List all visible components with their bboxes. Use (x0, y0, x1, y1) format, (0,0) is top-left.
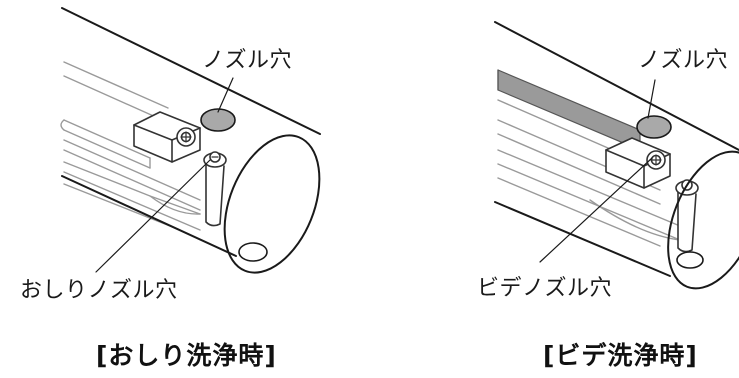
right-nozzle-illustration (494, 21, 739, 290)
left-nozzle-illustration (60, 7, 321, 274)
left-tube-top-edge (61, 7, 321, 135)
right-top-leader (647, 79, 656, 119)
right-tube-end (667, 150, 739, 290)
left-bottom-label: おしりノズル穴 (20, 278, 178, 303)
right-bottom-hole (676, 251, 704, 269)
left-top-leader (217, 77, 234, 113)
left-caption: [おしり洗浄時] (96, 341, 277, 370)
left-top-label: ノズル穴 (202, 48, 293, 73)
right-nozzle-mount (605, 137, 671, 189)
left-tube-end (223, 134, 321, 274)
left-nozzle-mount (133, 111, 201, 163)
right-caption: [ビデ洗浄時] (543, 341, 698, 370)
right-bottom-nozzle (675, 179, 699, 253)
left-tube-bottom-edge (61, 175, 237, 257)
right-tube-bottom-edge (494, 201, 671, 277)
right-top-hole (636, 115, 672, 139)
right-bottom-leader (539, 157, 653, 263)
left-bottom-nozzle (203, 151, 227, 227)
right-top-label: ノズル穴 (638, 48, 729, 73)
right-tube-top-edge (494, 21, 739, 151)
left-bottom-hole (238, 242, 268, 262)
left-bottom-leader (95, 159, 211, 273)
left-top-hole (200, 108, 236, 132)
right-bottom-label: ビデノズル穴 (477, 276, 613, 301)
